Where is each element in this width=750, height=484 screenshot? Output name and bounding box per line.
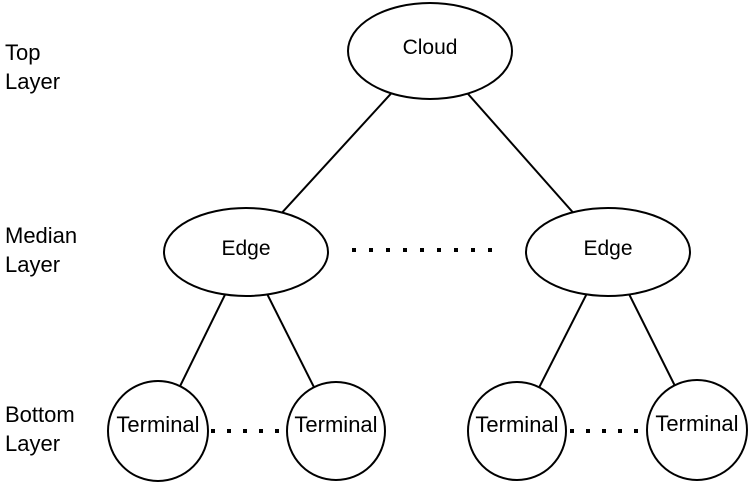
terminal-3-node-shape: [467, 381, 567, 481]
terminal-2-node-label: Terminal: [294, 412, 377, 437]
cloud-node-label: Cloud: [403, 36, 458, 59]
layer-label-top-line-1: Top: [5, 40, 41, 65]
edge-right-node-label: Edge: [583, 237, 632, 260]
terminal-1-node-shape: [107, 380, 209, 482]
layer-label-bottom-line-2: Layer: [5, 431, 61, 456]
cloud-node-shape: [347, 2, 513, 100]
terminal-1-node-label: Terminal: [116, 412, 199, 437]
layer-label-median: Median Layer: [5, 221, 77, 279]
layer-label-top: Top Layer: [5, 38, 60, 96]
layer-label-median-line-1: Median: [5, 223, 78, 248]
layer-label-bottom-line-1: Bottom: [5, 402, 75, 427]
layer-label-top-line-2: Layer: [5, 69, 61, 94]
terminal-4-node-label: Terminal: [655, 411, 738, 436]
edge-left-node-label: Edge: [221, 237, 270, 260]
layer-label-median-line-2: Layer: [5, 252, 61, 277]
terminal-3-node-label: Terminal: [475, 412, 558, 437]
edge-left-node-shape: [163, 207, 329, 297]
layer-label-bottom: Bottom Layer: [5, 400, 75, 458]
terminal-4-node-shape: [646, 379, 748, 481]
terminal-2-node-shape: [286, 381, 386, 481]
edge-right-node-shape: [525, 207, 691, 297]
